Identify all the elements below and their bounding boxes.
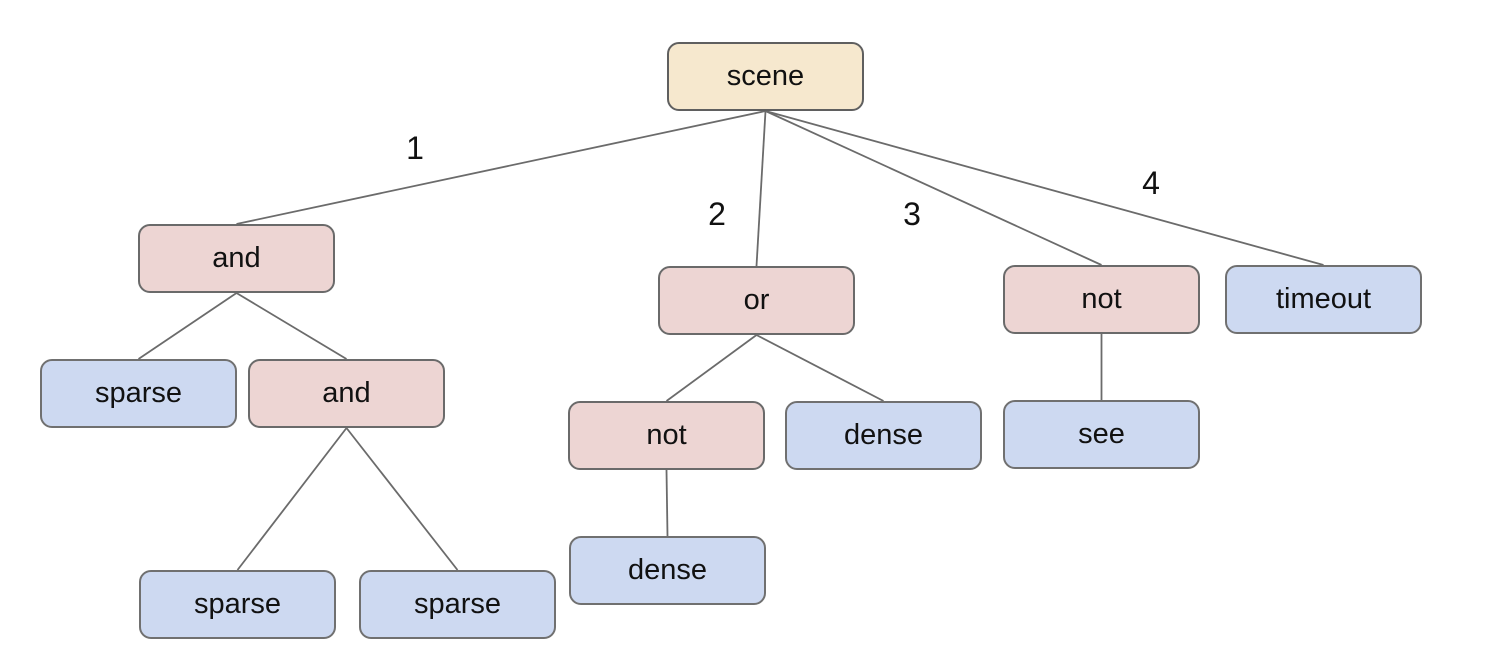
tree-node-or1: or — [658, 266, 855, 335]
tree-edge-or1-dense1 — [756, 334, 884, 402]
tree-edge-not2-dense2 — [665, 469, 669, 537]
tree-node-not1: not — [1003, 265, 1200, 334]
tree-node-see1: see — [1003, 400, 1200, 469]
tree-node-sparse2: sparse — [139, 570, 336, 639]
tree-node-and1: and — [138, 224, 335, 293]
tree-node-and2: and — [248, 359, 445, 428]
tree-edge-scene-not1 — [765, 110, 1102, 266]
tree-node-dense2: dense — [569, 536, 766, 605]
tree-node-not2: not — [568, 401, 765, 470]
tree-edge-and2-sparse2 — [236, 427, 348, 571]
tree-edge-or1-not2 — [665, 334, 758, 402]
edge-label-1: 1 — [406, 130, 424, 166]
tree-node-sparse1: sparse — [40, 359, 237, 428]
edge-label-4: 4 — [1142, 165, 1160, 201]
tree-edge-and1-and2 — [236, 292, 347, 360]
tree-edge-scene-or1 — [755, 110, 767, 267]
tree-node-timeout1: timeout — [1225, 265, 1422, 334]
tree-edge-and1-sparse1 — [137, 292, 238, 360]
tree-node-scene: scene — [667, 42, 864, 111]
tree-edge-and2-sparse3 — [345, 427, 459, 571]
tree-edge-scene-timeout1 — [765, 110, 1324, 266]
edge-label-2: 2 — [708, 196, 726, 232]
tree-edge-scene-and1 — [236, 110, 766, 225]
tree-node-dense1: dense — [785, 401, 982, 470]
edge-label-3: 3 — [903, 196, 921, 232]
tree-node-sparse3: sparse — [359, 570, 556, 639]
